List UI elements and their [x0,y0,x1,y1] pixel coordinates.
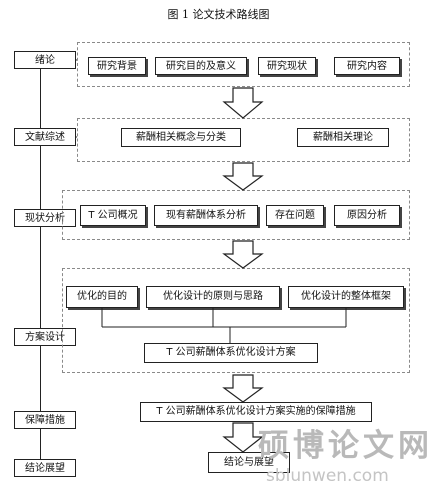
box-cause-analysis: 原因分析 [334,205,400,226]
watermark-url: sblunwen.com [266,466,389,486]
stage-label-status: 现状分析 [14,209,76,227]
box-research-content: 研究内容 [334,57,400,75]
block-arrow-2 [222,162,264,191]
box-guarantee-measures: T 公司薪酬体系优化设计方案实施的保障措施 [140,402,372,422]
box-design-principles: 优化设计的原则与思路 [146,286,280,308]
stage-label-design: 方案设计 [14,328,76,346]
block-arrow-5 [222,422,264,453]
intro-section-frame [77,42,410,87]
stage-label-guarantee: 保障措施 [14,411,76,429]
box-design-framework: 优化设计的整体框架 [288,286,404,308]
box-research-purpose: 研究目的及意义 [155,57,247,75]
watermark-site-name: 硕博论文网 [258,428,433,464]
box-research-background: 研究背景 [88,57,146,75]
box-research-status: 研究现状 [258,57,316,75]
box-salary-theories: 薪酬相关理论 [297,128,389,147]
box-existing-system-analysis: 现有薪酬体系分析 [154,205,258,226]
block-arrow-1 [222,87,264,119]
stage-label-literature: 文献综述 [14,128,76,146]
block-arrow-4 [222,374,264,403]
stage-connector-line [40,60,41,470]
box-company-overview: T 公司概况 [80,205,146,226]
block-arrow-3 [222,240,264,269]
stage-label-intro: 绪论 [14,51,76,69]
box-optimization-plan: T 公司薪酬体系优化设计方案 [144,343,318,363]
box-optimization-goal: 优化的目的 [66,286,138,308]
diagram-title: 图 1 论文技术路线图 [167,8,270,21]
box-existing-problems: 存在问题 [266,205,324,226]
box-salary-concepts: 薪酬相关概念与分类 [121,128,241,147]
stage-label-conclusion: 结论展望 [14,459,76,477]
